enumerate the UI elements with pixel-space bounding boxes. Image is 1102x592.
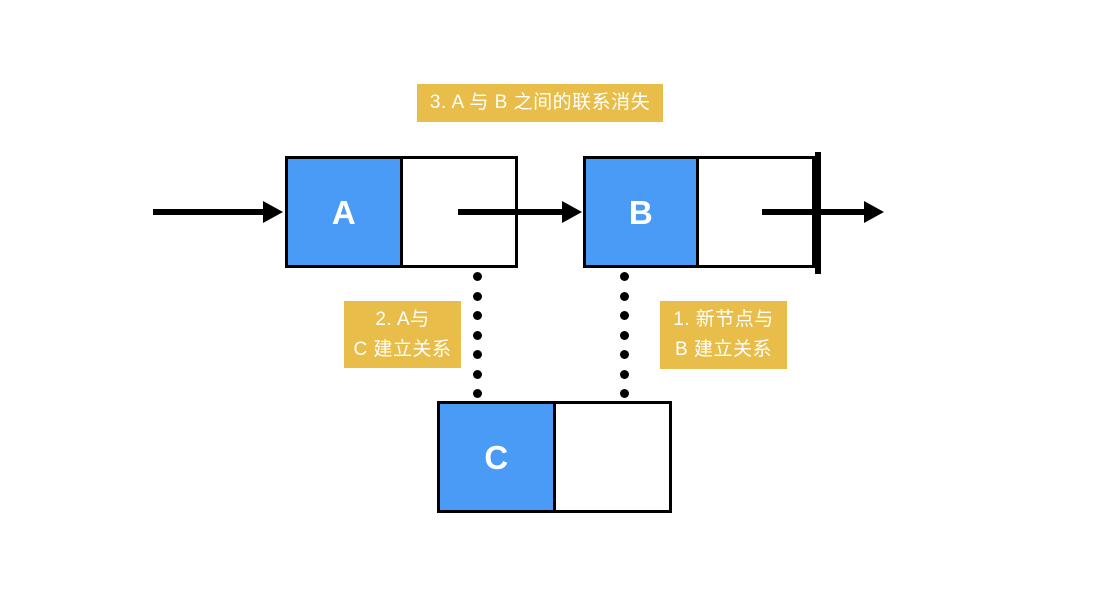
dot: [473, 369, 482, 379]
node-c-next-cell: [553, 401, 672, 513]
arrow-shaft: [153, 209, 265, 215]
dot: [473, 311, 482, 320]
annotation-label-step2-line2: C 建立关系: [353, 338, 452, 360]
node-a-label: A: [331, 193, 357, 231]
dot: [473, 330, 482, 340]
dot: [473, 389, 482, 398]
arrow-head: [562, 201, 582, 223]
annotation-label-step1: 1. 新节点与 B 建立关系: [660, 301, 787, 369]
dotted-connector-a-to-c: [473, 272, 482, 398]
arrow-shaft: [458, 209, 564, 215]
node-b-label: B: [628, 193, 654, 231]
dot: [620, 350, 629, 359]
annotation-label-step3: 3. A 与 B 之间的联系消失: [417, 84, 663, 122]
annotation-label-step2-line1: 2. A与: [375, 308, 430, 330]
node-a: A: [285, 156, 518, 268]
node-b-data-cell: B: [583, 156, 699, 268]
node-c-label: C: [484, 438, 509, 476]
dot: [620, 330, 629, 340]
dot: [473, 272, 482, 281]
dot: [473, 350, 482, 359]
node-c: C: [437, 401, 672, 513]
arrow-head: [263, 201, 283, 223]
dotted-connector-b-to-c: [620, 272, 629, 398]
annotation-label-step3-line1: 3. A 与 B 之间的联系消失: [429, 92, 651, 113]
dot: [620, 369, 629, 379]
arrow-head: [864, 201, 884, 223]
dot: [620, 389, 629, 398]
dot: [620, 291, 629, 301]
dot: [620, 272, 629, 281]
node-c-data-cell: C: [437, 401, 556, 513]
arrow-shaft: [762, 209, 866, 215]
node-a-data-cell: A: [285, 156, 403, 268]
dot: [620, 311, 629, 320]
annotation-label-step1-line2: B 建立关系: [675, 339, 772, 360]
dot: [473, 291, 482, 301]
annotation-label-step1-line1: 1. 新节点与: [673, 309, 774, 330]
annotation-label-step2: 2. A与 C 建立关系: [344, 301, 461, 368]
